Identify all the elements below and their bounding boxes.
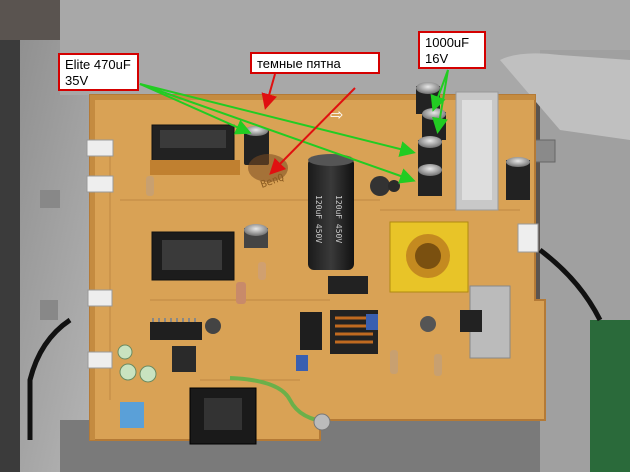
- mosfet: [460, 310, 482, 332]
- left-tab-2: [40, 300, 58, 320]
- cable-left: [27, 317, 72, 440]
- cap-small-4: [370, 176, 390, 196]
- small-cap-1: [244, 224, 268, 248]
- resistors: [146, 176, 442, 376]
- bracket: [534, 139, 556, 163]
- callout-big-capacitor: 1000uF 16V: [418, 31, 486, 69]
- red-arrows: [261, 73, 356, 175]
- connector-4: [87, 351, 113, 369]
- connector-1: [86, 139, 114, 157]
- orange-component: [300, 312, 322, 350]
- callout-dark-spots: темные пятна: [250, 52, 380, 74]
- cap-small-2: [205, 318, 221, 334]
- bridge: [328, 276, 368, 294]
- cable-right: [538, 248, 603, 322]
- cap-small-5: [388, 180, 400, 192]
- dark-edge-left: [0, 40, 20, 472]
- green-arrows: [139, 69, 449, 184]
- svg-text:120uF 450V: 120uF 450V: [334, 195, 343, 243]
- connector-2: [86, 175, 114, 193]
- small-caps-green: [117, 344, 157, 383]
- left-tab: [40, 190, 60, 208]
- ic-chip-2: [172, 346, 196, 372]
- right-board: [590, 320, 630, 472]
- yellow-transformer: [389, 221, 469, 293]
- cap-small-3: [420, 316, 436, 332]
- ground-wire: [229, 376, 331, 424]
- chassis-curve: [500, 53, 630, 141]
- svg-text:120uF 450V: 120uF 450V: [314, 195, 323, 243]
- ac-socket: [189, 387, 257, 445]
- connector-3: [87, 289, 113, 307]
- blue-caps: [120, 314, 378, 428]
- connector-right: [517, 223, 539, 253]
- big-capacitor: 120uF 450V 120uF 450V: [308, 154, 354, 270]
- silkscreen-arrow: ⇨: [330, 107, 343, 124]
- callout-elite-capacitor: Elite 470uF 35V: [58, 53, 139, 91]
- ic-chip: [150, 322, 202, 340]
